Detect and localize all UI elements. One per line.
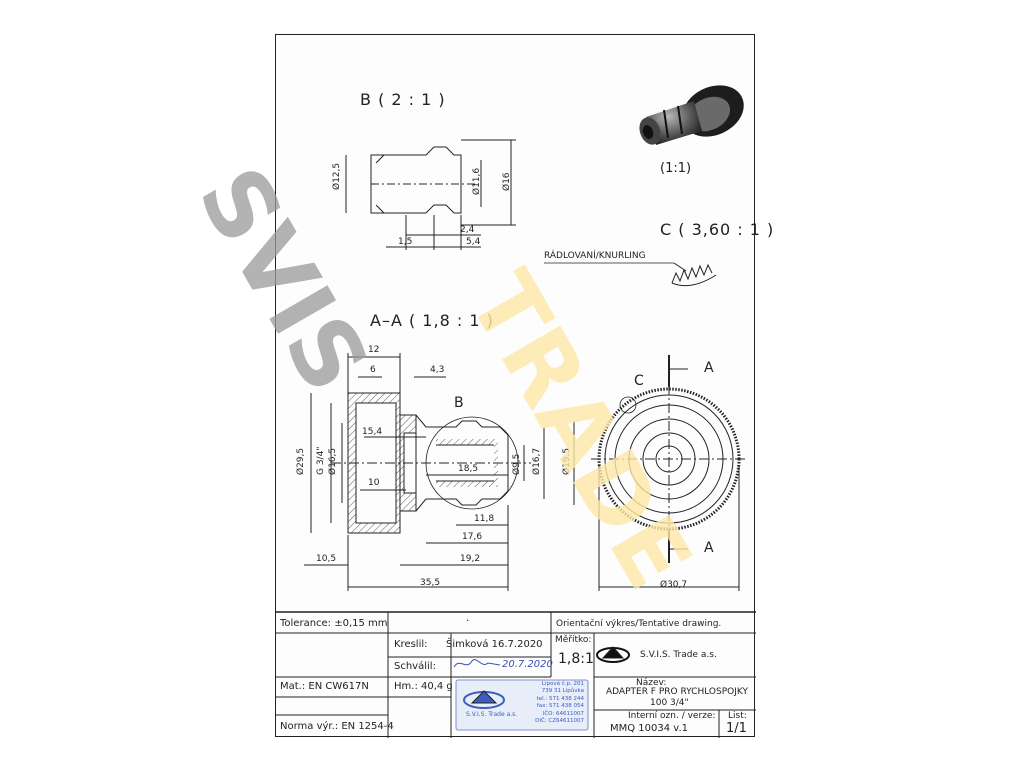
detail-c-marker: C	[634, 373, 644, 389]
scale-label: Měřítko:	[555, 635, 592, 645]
section-marker-bottom: A	[704, 540, 714, 556]
dim-aa-dia-29-5: Ø29,5	[296, 447, 306, 475]
adapter-3d-view	[639, 85, 744, 145]
dim-aa-11-8: 11,8	[474, 514, 495, 524]
dim-b-1-5: 1,5	[398, 237, 413, 247]
detail-b-marker: B	[454, 395, 464, 411]
sheet-label: List:	[728, 711, 747, 721]
tolerance-text: Tolerance: ±0,15 mm	[280, 618, 388, 629]
dim-aa-19-2: 19,2	[460, 554, 481, 564]
company-logo	[596, 646, 630, 663]
scale-value: 1,8:1	[558, 651, 594, 667]
dim-aa-4-3: 4,3	[430, 365, 445, 375]
standard-text: Norma výr.: EN 1254-4	[280, 721, 394, 732]
dim-b-2-4: 2,4	[460, 225, 475, 235]
mass-text: Hm.: 40,4 g	[394, 681, 453, 692]
company-name: S.V.I.S. Trade a.s.	[640, 650, 717, 660]
stamp-company: S.V.I.S. Trade a.s.	[466, 711, 518, 718]
dim-b-11-6: Ø11,6	[472, 167, 482, 195]
dim-aa-6: 6	[370, 365, 376, 375]
dim-aa-17-6: 17,6	[462, 532, 483, 542]
dim-aa-15-4: 15,4	[362, 427, 383, 437]
section-aa-title: A–A ( 1,8 : 1 )	[370, 311, 494, 330]
dim-aa-thread: G 3/4"	[316, 446, 326, 475]
technical-drawing	[276, 85, 756, 738]
dim-b-5-4: 5,4	[466, 237, 481, 247]
internal-label: Interní ozn. / verze:	[628, 711, 716, 721]
sheet-value: 1/1	[726, 721, 747, 736]
dim-b-16: Ø16	[502, 172, 512, 191]
stamp-address: Lipová č.p. 201 739 31 Lipůvka tel.: 571…	[535, 681, 584, 725]
company-stamp	[455, 679, 589, 731]
part-name-label: Název:	[636, 678, 667, 688]
dim-aa-12: 12	[368, 345, 380, 355]
approved-date: 20.7.2020	[502, 659, 553, 670]
detail-b-title: B ( 2 : 1 )	[360, 90, 446, 109]
dim-aa-18-5: 18,5	[458, 464, 479, 474]
signature	[453, 659, 501, 668]
title-block-grid	[276, 611, 756, 738]
drawn-value: Šimková 16.7.2020	[446, 639, 543, 650]
drawn-label: Kreslil:	[394, 639, 428, 650]
part-name-line1: ADAPTER F PRO RYCHLOSPOJKY	[606, 687, 748, 697]
approved-label: Schválil:	[394, 661, 436, 672]
dim-aa-dia-9-5: Ø9,5	[512, 453, 522, 475]
scale-3d-label: (1:1)	[660, 161, 692, 176]
dim-aa-dia-16-7: Ø16,7	[532, 447, 542, 475]
dim-front-dia-30-7: Ø30,7	[660, 580, 688, 590]
orientation-note: Orientační výkres/Tentative drawing.	[556, 619, 722, 629]
dim-aa-10: 10	[368, 478, 380, 488]
detail-c-title: C ( 3,60 : 1 )	[660, 220, 775, 239]
dim-b-12-5: Ø12,5	[332, 162, 342, 190]
knurling-detail	[544, 262, 717, 287]
front-view	[591, 355, 746, 591]
dim-aa-dia-19-5: Ø19,5	[562, 447, 572, 475]
section-a-a	[304, 353, 575, 591]
detail-b-profile	[345, 139, 516, 250]
material-text: Mat.: EN CW617N	[280, 681, 369, 692]
drawing-sheet: B ( 2 : 1 ) (1:1) C ( 3,60 : 1 ) RÁDLOVA…	[275, 34, 773, 738]
internal-value: MMQ 10034 v.1	[610, 723, 688, 734]
dim-aa-35-5: 35,5	[420, 578, 441, 588]
knurling-note: RÁDLOVANÍ/KNURLING	[544, 251, 646, 261]
part-name-line2: 100 3/4"	[650, 698, 689, 708]
dim-aa-10-5: 10,5	[316, 554, 337, 564]
section-marker-top: A	[704, 360, 714, 376]
tolerance-dot: ·	[466, 616, 470, 627]
dim-aa-dia-16-5: Ø16,5	[328, 447, 338, 475]
